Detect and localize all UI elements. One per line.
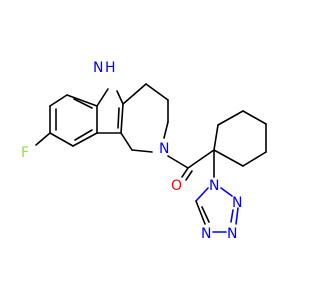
tetrazole-n3-label: N [227, 226, 237, 242]
fluorine-label: F [21, 145, 29, 161]
nh-hydrogen-label: H [105, 60, 116, 76]
amide-nitrogen-label: N [159, 141, 169, 157]
tetrazole-n4-label: N [201, 226, 211, 242]
nh-nitrogen-label: N [93, 60, 103, 76]
tetrazole-n2-label: N [232, 195, 242, 211]
tetrazole-n1-label: N [209, 178, 219, 194]
bonds [35, 83, 267, 233]
carbonyl-oxygen-label: O [171, 178, 182, 194]
molecule-diagram: N H F N O N N N N [0, 0, 300, 300]
atom-labels: N H F N O N N N N [21, 60, 242, 242]
background [0, 0, 300, 300]
